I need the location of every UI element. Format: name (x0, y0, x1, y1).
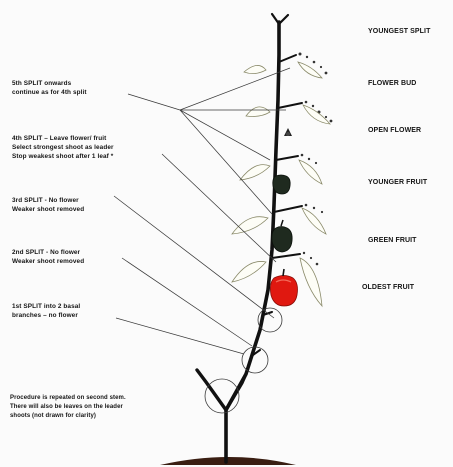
soil-mound (160, 457, 296, 465)
label-younger-fruit: YOUNGER FRUIT (368, 178, 427, 187)
note-line: Select strongest shoot as leader (12, 143, 114, 152)
note-line: Stop weakest shoot after 1 leaf * (12, 152, 114, 161)
oldest-fruit-pepper (270, 269, 297, 306)
leaf (303, 105, 330, 124)
leaf (299, 160, 322, 184)
note-line: continue as for 4th split (12, 88, 87, 97)
note-line: branches – no flower (12, 311, 80, 320)
label-flower-bud: FLOWER BUD (368, 79, 416, 88)
footnote: Procedure is repeated on second stem. Th… (10, 394, 126, 421)
note-split-1: 1st SPLIT into 2 basal branches – no flo… (12, 302, 80, 320)
leaf (240, 165, 270, 180)
note-line: Weaker shoot removed (12, 205, 84, 214)
note-line: 1st SPLIT into 2 basal (12, 302, 80, 311)
basal-branch-right (226, 374, 246, 410)
youngest-split-fork (272, 14, 288, 24)
leaf (298, 62, 322, 78)
label-youngest-split: YOUNGEST SPLIT (368, 27, 430, 36)
basal-branch-left (197, 370, 226, 410)
footnote-line: There will also be leaves on the leader (10, 403, 126, 412)
bud-dots (299, 53, 333, 266)
leaf (300, 258, 322, 306)
note-line: 3rd SPLIT - No flower (12, 196, 84, 205)
younger-fruit-pepper (273, 175, 290, 194)
label-green-fruit: GREEN FRUIT (368, 236, 417, 245)
leaf (232, 261, 266, 282)
open-flower (284, 128, 292, 136)
footnote-line: Procedure is repeated on second stem. (10, 394, 126, 403)
note-split-2: 2nd SPLIT - No flower Weaker shoot remov… (12, 248, 84, 266)
note-split-5: 5th SPLIT onwards continue as for 4th sp… (12, 79, 87, 97)
note-split-4: 4th SPLIT – Leave flower/ fruit Select s… (12, 134, 114, 161)
note-line: Weaker shoot removed (12, 257, 84, 266)
green-fruit-stalk (281, 220, 283, 226)
note-split-3: 3rd SPLIT - No flower Weaker shoot remov… (12, 196, 84, 214)
footnote-line: shoots (not drawn for clarity) (10, 412, 126, 421)
note-line: 4th SPLIT – Leave flower/ fruit (12, 134, 114, 143)
label-open-flower: OPEN FLOWER (368, 126, 421, 135)
note-line: 2nd SPLIT - No flower (12, 248, 84, 257)
note-line: 5th SPLIT onwards (12, 79, 87, 88)
label-oldest-fruit: OLDEST FRUIT (362, 283, 414, 292)
leaf (244, 65, 266, 73)
green-fruit-pepper (272, 227, 292, 253)
leaf (246, 107, 270, 117)
